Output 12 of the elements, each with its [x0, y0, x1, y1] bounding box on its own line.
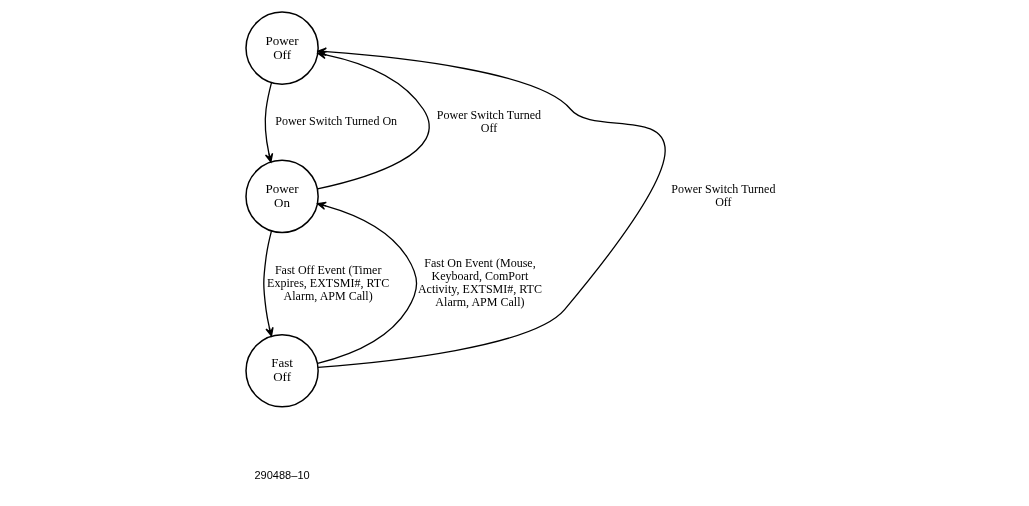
edge-label: Power Switch Turned On — [274, 114, 397, 129]
node-circle: Power On — [244, 159, 319, 234]
label: 290488–10 — [254, 468, 310, 481]
arrow — [264, 82, 273, 163]
node-circle: Fast Off — [244, 333, 319, 408]
edge-label: Fast Off Event (Timer Expires, EXTSMI#, RTC Alarm, APM Call) — [266, 262, 389, 303]
arrow — [262, 230, 274, 337]
edge-label: Power Switch Turned Off — [436, 107, 541, 135]
node-circle: Power Off — [244, 11, 319, 85]
edge-label: Power Switch Turned Off — [670, 181, 775, 210]
arrow — [316, 201, 417, 364]
edge-label: Fast On Event (Mouse, Keyboard, ComPort Activity, EXTSMI#, RTC Alarm, APM Call) — [417, 256, 542, 310]
